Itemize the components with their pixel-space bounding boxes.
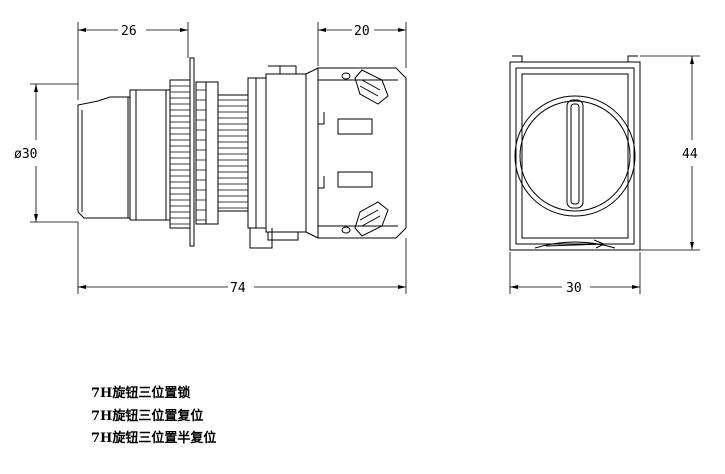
dim-label-74: 74 — [230, 281, 246, 296]
caption-lock: 7H旋钮三位置锁 — [91, 386, 191, 401]
dim-label-20: 20 — [354, 24, 370, 39]
side-arrowheads — [34, 28, 406, 289]
dim-label-diameter: ø30 — [14, 147, 37, 162]
front-dimension-lines — [509, 55, 700, 294]
dim-label-44: 44 — [682, 147, 698, 162]
caption-half-reset: 7H旋钮三位置半复位 — [91, 431, 217, 446]
front-view — [509, 55, 641, 251]
knurl-lines — [170, 85, 248, 225]
side-dimension-lines — [30, 22, 407, 294]
front-arrowheads — [510, 56, 694, 289]
dim-label-30: 30 — [566, 281, 582, 296]
side-view — [77, 57, 407, 249]
caption-reset: 7H旋钮三位置复位 — [91, 409, 204, 424]
dim-label-26: 26 — [121, 24, 137, 39]
